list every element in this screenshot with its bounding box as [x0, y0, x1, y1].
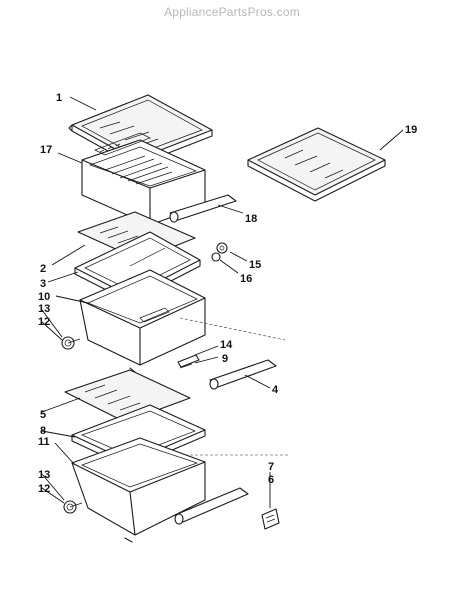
watermark: AppliancePartsPros.com — [164, 5, 300, 19]
callout-5: 5 — [40, 409, 46, 421]
callout-13-lower: 13 — [38, 469, 50, 481]
leader-15 — [229, 251, 248, 262]
part-10-drawer — [79, 269, 206, 373]
leader-5 — [41, 397, 81, 413]
leader-16 — [219, 259, 239, 274]
callout-12-lower: 12 — [38, 483, 50, 495]
part-13-lower-fastener — [63, 500, 83, 514]
callout-12-upper: 12 — [38, 316, 50, 328]
part-13-upper-fastener — [61, 336, 81, 350]
callout-18: 18 — [245, 213, 257, 225]
callout-1: 1 — [56, 92, 62, 104]
part-4-cover — [209, 359, 277, 390]
leader-11 — [54, 442, 76, 466]
callout-7: 7 — [268, 461, 274, 473]
part-17-pan — [81, 132, 206, 226]
part-14-clip — [177, 354, 200, 368]
callout-13-upper: 13 — [38, 303, 50, 315]
part-18-cover — [169, 194, 237, 223]
leader-9 — [194, 356, 219, 364]
leader-14 — [194, 345, 219, 356]
leader-18 — [217, 204, 244, 214]
part-9-clip — [179, 363, 193, 369]
part-15-roller — [216, 242, 228, 254]
callout-14: 14 — [220, 339, 233, 351]
leader-4 — [244, 374, 271, 389]
part-11-drawer — [71, 437, 206, 543]
callout-10: 10 — [38, 291, 50, 303]
callout-8: 8 — [40, 425, 46, 437]
callout-17: 17 — [40, 144, 52, 156]
callout-16: 16 — [240, 273, 252, 285]
leader-13a — [41, 309, 63, 338]
leader-12a — [41, 321, 63, 341]
callout-2: 2 — [40, 263, 46, 275]
callout-3: 3 — [40, 278, 46, 290]
lower-drawer-cover — [174, 487, 249, 525]
part-16-roller — [211, 252, 221, 262]
leader-17 — [57, 152, 83, 164]
part-6-bracket — [261, 508, 280, 530]
leader-1 — [69, 96, 97, 111]
callout-4: 4 — [272, 384, 279, 396]
leader-2 — [51, 244, 86, 266]
leader-19 — [379, 129, 404, 151]
callout-15: 15 — [249, 259, 261, 271]
leader-13b — [41, 473, 65, 501]
part-19-shelf-frame — [247, 127, 386, 202]
callout-11: 11 — [38, 436, 50, 448]
leader-8 — [41, 430, 76, 438]
callout-19: 19 — [405, 124, 417, 136]
leader-10 — [55, 295, 89, 304]
leader-3 — [47, 271, 79, 283]
callout-6: 6 — [268, 474, 274, 486]
callout-9: 9 — [222, 353, 228, 365]
leader-12b — [41, 487, 65, 504]
